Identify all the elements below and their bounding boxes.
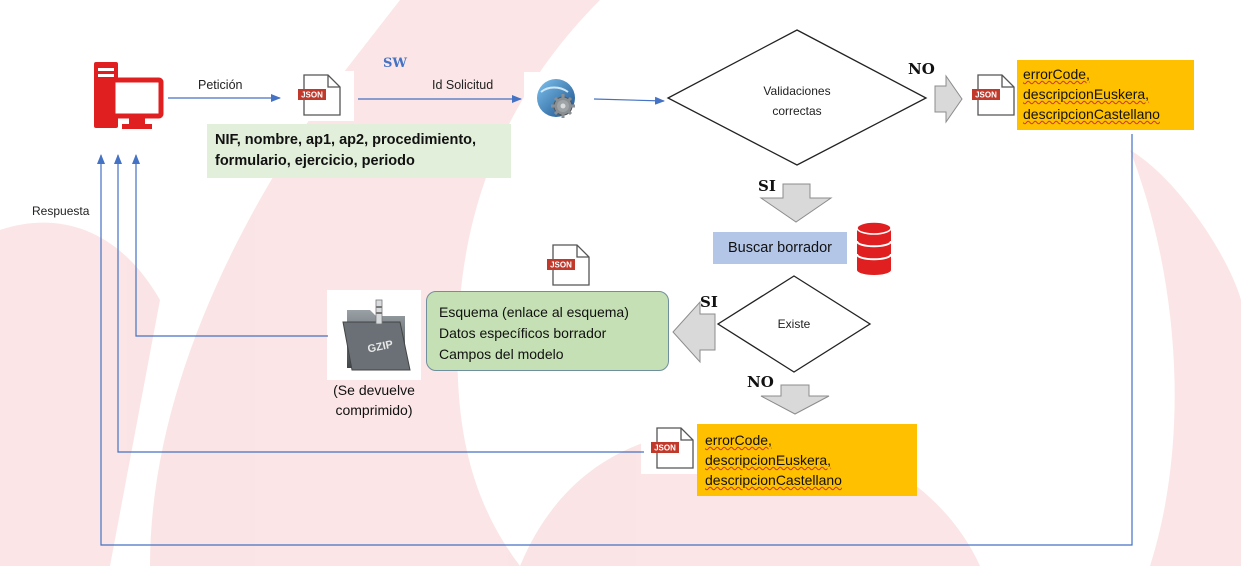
decision-validaciones xyxy=(666,29,928,166)
block-arrow-no-down xyxy=(760,384,830,415)
arrow-respuesta-error-bottom xyxy=(114,154,644,453)
buscar-borrador-label: Buscar borrador xyxy=(728,240,832,256)
error-box-top: errorCode, descripcionEuskera, descripci… xyxy=(1017,60,1194,130)
json-label: JSON xyxy=(301,91,323,100)
json-label: JSON xyxy=(550,261,572,270)
si-existe-label: SI xyxy=(700,293,718,311)
error-bottom-line-1: errorCode, xyxy=(705,432,772,448)
id-solicitud-label: Id Solicitud xyxy=(432,78,493,92)
sw-label: SW xyxy=(383,56,407,71)
params-line-2: formulario, ejercicio, periodo xyxy=(215,153,415,169)
validaciones-label-line1: Validaciones xyxy=(763,84,830,98)
gzip-caption-line-2: comprimido) xyxy=(335,402,413,418)
json-error-top-icon: JSON xyxy=(962,71,1022,121)
json-label: JSON xyxy=(975,91,997,100)
result-line-3: Campos del modelo xyxy=(439,346,564,362)
error-top-line-3: descripcionCastellano xyxy=(1023,106,1160,122)
connector-lines xyxy=(97,94,1133,546)
gzip-label: GZIP xyxy=(367,339,395,356)
no-existe-label: NO xyxy=(747,373,774,391)
buscar-borrador-box: Buscar borrador xyxy=(713,232,847,264)
respuesta-label: Respuesta xyxy=(32,204,90,218)
params-line-1: NIF, nombre, ap1, ap2, procedimiento, xyxy=(215,132,477,148)
client-computer-icon xyxy=(88,58,166,138)
block-arrow-no-top xyxy=(934,74,963,124)
validaciones-label-line2: correctas xyxy=(772,104,821,118)
error-bottom-line-3: descripcionCastellano xyxy=(705,472,842,488)
error-top-line-2: descripcionEuskera, xyxy=(1023,86,1150,102)
existe-label: Existe xyxy=(778,317,811,331)
no-validaciones-label: NO xyxy=(908,60,935,78)
block-arrow-si-down xyxy=(759,183,833,223)
request-params-box: NIF, nombre, ap1, ap2, procedimiento, fo… xyxy=(207,124,511,178)
block-arrow-si-left xyxy=(672,300,716,364)
json-label: JSON xyxy=(654,444,676,453)
gzip-folder-icon: GZIP xyxy=(327,290,421,380)
error-top-line-1: errorCode, xyxy=(1023,66,1090,82)
database-icon xyxy=(856,221,892,275)
decision-existe xyxy=(716,275,872,373)
gzip-caption: (Se devuelve comprimido) xyxy=(326,380,422,420)
arrow-respuesta-error-top xyxy=(97,134,1133,546)
json-response-icon: JSON xyxy=(537,241,597,291)
peticion-label: Petición xyxy=(198,78,243,92)
json-request-icon: JSON xyxy=(288,71,354,121)
error-bottom-line-2: descripcionEuskera, xyxy=(705,452,832,468)
arrow-respuesta-gzip xyxy=(132,154,328,337)
gzip-caption-line-1: (Se devuelve xyxy=(333,382,415,398)
error-box-bottom: errorCode, descripcionEuskera, descripci… xyxy=(697,424,917,496)
si-validaciones-label: SI xyxy=(758,177,776,195)
arrow-to-validaciones xyxy=(593,96,665,105)
json-error-bottom-icon: JSON xyxy=(641,424,697,474)
web-service-globe-icon xyxy=(524,72,592,130)
result-line-2: Datos específicos borrador xyxy=(439,325,607,341)
result-line-1: Esquema (enlace al esquema) xyxy=(439,304,629,320)
response-content-box: Esquema (enlace al esquema) Datos especí… xyxy=(426,291,669,371)
